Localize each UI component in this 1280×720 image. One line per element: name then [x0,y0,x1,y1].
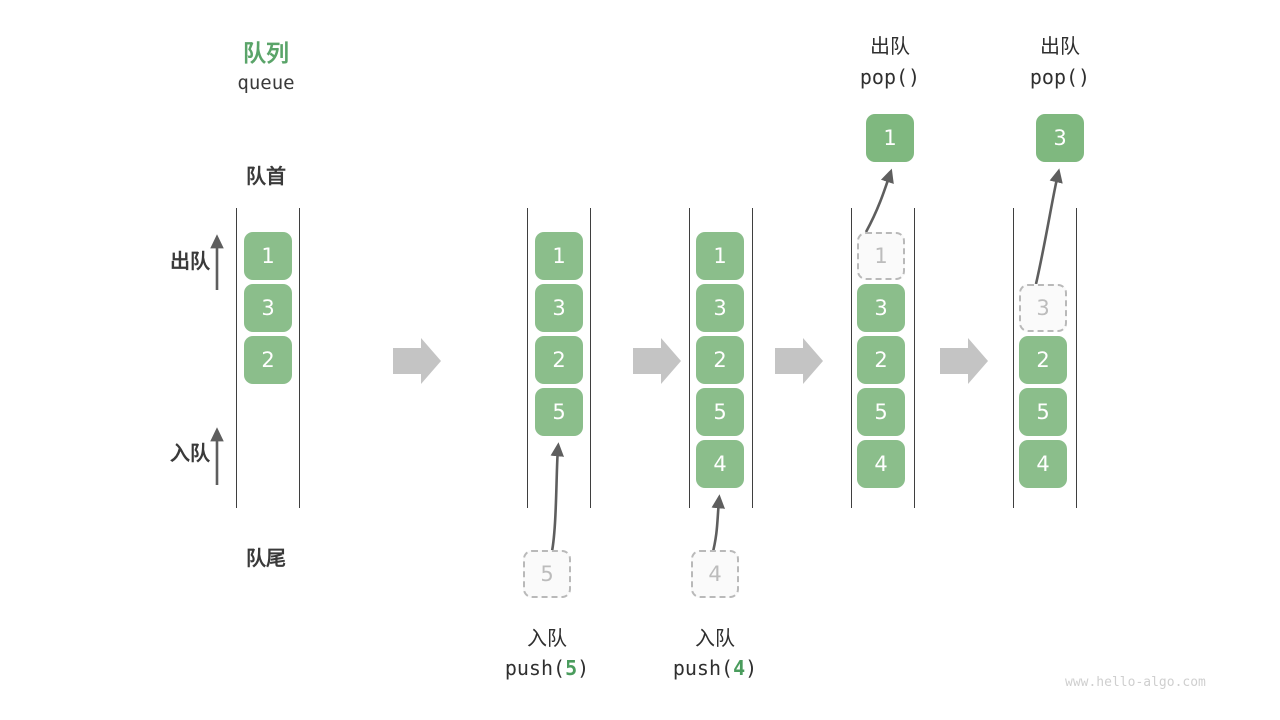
pop-heading-code: pop() [859,65,921,89]
push-caption-code: push(5) [472,656,622,680]
front-label: 队首 [246,166,286,188]
enqueue-label: 入队 [170,443,210,465]
pop-arrow-3 [1034,168,1063,285]
push-code-suffix: ) [577,656,590,680]
queue-cell: 1 [244,232,292,280]
watermark: www.hello-algo.com [1065,675,1206,690]
queue-cell: 2 [244,336,292,384]
queue-rail-left [527,208,528,508]
rear-label: 队尾 [246,548,286,570]
queue-cell: 5 [1019,388,1067,436]
queue-cell-removed: 1 [857,232,905,280]
queue-cell: 1 [535,232,583,280]
page-title-cn: 队列 [243,40,289,66]
push-code-prefix: push( [504,656,566,680]
queue-cell: 5 [857,388,905,436]
dequeue-label: 出队 [170,251,210,273]
popped-cell: 3 [1036,114,1084,162]
queue-cell-new: 5 [535,388,583,436]
queue-cell: 1 [696,232,744,280]
step-arrow-2 [633,338,681,384]
push-code-arg: 4 [733,656,746,680]
push-arrow-5 [549,442,564,557]
pop-arrow-1 [864,168,894,233]
push-code-arg: 5 [565,656,578,680]
queue-cell: 3 [535,284,583,332]
push-arrow-4 [710,494,725,557]
popped-cell: 1 [866,114,914,162]
push-caption-code: push(4) [640,656,790,680]
incoming-ghost-cell: 4 [691,550,739,598]
queue-cell: 3 [244,284,292,332]
queue-rail-left [689,208,690,508]
queue-rail-right [590,208,591,508]
queue-rail-left [236,208,237,508]
push-caption-cn: 入队 [527,628,567,650]
incoming-ghost-cell: 5 [523,550,571,598]
queue-cell: 2 [857,336,905,384]
step-arrow-4 [940,338,988,384]
queue-rail-right [914,208,915,508]
queue-cell: 2 [1019,336,1067,384]
page-title-en: queue [237,72,295,94]
queue-cell-removed: 3 [1019,284,1067,332]
queue-rail-left [1013,208,1014,508]
queue-rail-right [299,208,300,508]
queue-cell: 2 [535,336,583,384]
queue-rail-right [1076,208,1077,508]
queue-rail-right [752,208,753,508]
queue-rail-left [851,208,852,508]
queue-cell-new: 4 [696,440,744,488]
push-code-prefix: push( [672,656,734,680]
queue-cell: 2 [696,336,744,384]
queue-cell: 4 [1019,440,1067,488]
queue-cell: 4 [857,440,905,488]
queue-cell: 3 [857,284,905,332]
push-caption-cn: 入队 [695,628,735,650]
pop-heading-cn: 出队 [870,36,910,58]
queue-cell: 3 [696,284,744,332]
queue-cell: 5 [696,388,744,436]
step-arrow-3 [775,338,823,384]
pop-heading-code: pop() [1029,65,1091,89]
push-code-suffix: ) [745,656,758,680]
step-arrow-1 [393,338,441,384]
pop-heading-cn: 出队 [1040,36,1080,58]
